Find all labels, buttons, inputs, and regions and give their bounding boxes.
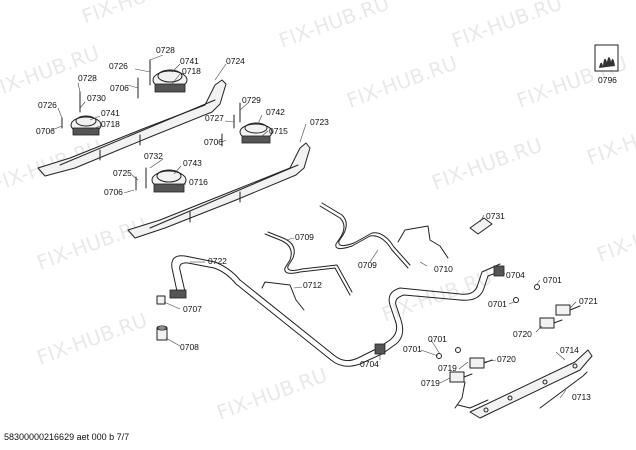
callout-label: 0712: [303, 280, 322, 290]
gas-valve-0719: [449, 371, 473, 383]
watermark: FIX-HUB.RU: [34, 308, 151, 370]
watermark: FIX-HUB.RU: [429, 133, 546, 195]
watermark-layer: FIX-HUB.RU FIX-HUB.RU FIX-HUB.RU FIX-HUB…: [0, 0, 636, 425]
burner-cup-small: [70, 115, 102, 136]
callout-label: 0701: [403, 344, 422, 354]
callout-label: 0708: [180, 342, 199, 352]
watermark: FIX-HUB.RU: [344, 51, 461, 113]
burner-rail-top: [37, 79, 227, 177]
callout-label: 0719: [421, 378, 440, 388]
callout-label: 0727: [205, 113, 224, 123]
watermark: FIX-HUB.RU: [449, 0, 566, 53]
callout-label: 0731: [486, 211, 505, 221]
callout-label: 0713: [572, 392, 591, 402]
burner-cup-medium: [239, 122, 273, 144]
callout-label: 0723: [310, 117, 329, 127]
gas-valve-0720b: [469, 357, 493, 369]
gas-tubes-upper: [261, 202, 449, 311]
watermark: FIX-HUB.RU: [34, 213, 151, 275]
callout-label: 0728: [78, 73, 97, 83]
callout-label: 0741: [101, 108, 120, 118]
callout-label: 0706: [36, 126, 55, 136]
callout-label: 0704: [506, 270, 525, 280]
burner-cup-wok: [151, 169, 187, 193]
gas-burner-symbol: 0796: [594, 44, 619, 85]
callout-label: 0720: [513, 329, 532, 339]
callout-label: 0718: [182, 66, 201, 76]
callout-label: 0721: [579, 296, 598, 306]
watermark: FIX-HUB.RU: [79, 0, 196, 29]
callout-label: 0716: [189, 177, 208, 187]
ignition-wires: [454, 381, 489, 409]
callout-label: 0742: [266, 107, 285, 117]
callout-label: 0706: [204, 137, 223, 147]
callout-label: 0726: [38, 100, 57, 110]
callout-label: 0726: [109, 61, 128, 71]
footer-code: 58300000216629 aet 000 b 7/7: [4, 432, 130, 442]
gas-manifold: [169, 255, 505, 367]
burner-rail-middle: [127, 142, 311, 239]
callout-label: 0732: [144, 151, 163, 161]
callout-label: 0719: [438, 363, 457, 373]
callout-label: 0707: [183, 304, 202, 314]
rod-0713: [539, 371, 588, 409]
callout-label: 0741: [180, 56, 199, 66]
watermark: FIX-HUB.RU: [276, 0, 393, 53]
callout-label: 0724: [226, 56, 245, 66]
ignition-electrodes: [61, 59, 241, 191]
callout-label: 0720: [497, 354, 516, 364]
watermark: FIX-HUB.RU: [214, 363, 331, 425]
callout-label: 0701: [543, 275, 562, 285]
callout-label: 0706: [104, 187, 123, 197]
watermark: FIX-HUB.RU: [594, 205, 636, 267]
tube-nut-0731: [469, 217, 493, 235]
callout-label: 0706: [110, 83, 129, 93]
callout-label: 0709: [358, 260, 377, 270]
callout-label: 0730: [87, 93, 106, 103]
callout-label: 0710: [434, 264, 453, 274]
valve-rail-0714: [469, 349, 593, 419]
callout-label: 0722: [208, 256, 227, 266]
callout-label: 0725: [113, 168, 132, 178]
callout-label: 0704: [360, 359, 379, 369]
callout-label: 0743: [183, 158, 202, 168]
gas-valve-0720a: [539, 317, 563, 329]
leader-lines: [51, 54, 577, 399]
callout-label: 0729: [242, 95, 261, 105]
callout-label: 0728: [156, 45, 175, 55]
injector-0708: [156, 325, 168, 341]
callout-label: 0701: [428, 334, 447, 344]
valve-small-parts: [436, 284, 540, 359]
watermark: FIX-HUB.RU: [584, 108, 636, 170]
callout-label: 0709: [295, 232, 314, 242]
callout-labels: 0728 0726 0741 0724 0728 0718 0706 0730 …: [36, 45, 598, 402]
callout-label: 0714: [560, 345, 579, 355]
injector-0707: [156, 295, 166, 305]
callout-label: 0701: [488, 299, 507, 309]
callout-label: 0715: [269, 126, 288, 136]
callout-label: 0718: [101, 119, 120, 129]
gas-valve-0721: [555, 304, 581, 316]
symbol-label: 0796: [598, 75, 617, 85]
